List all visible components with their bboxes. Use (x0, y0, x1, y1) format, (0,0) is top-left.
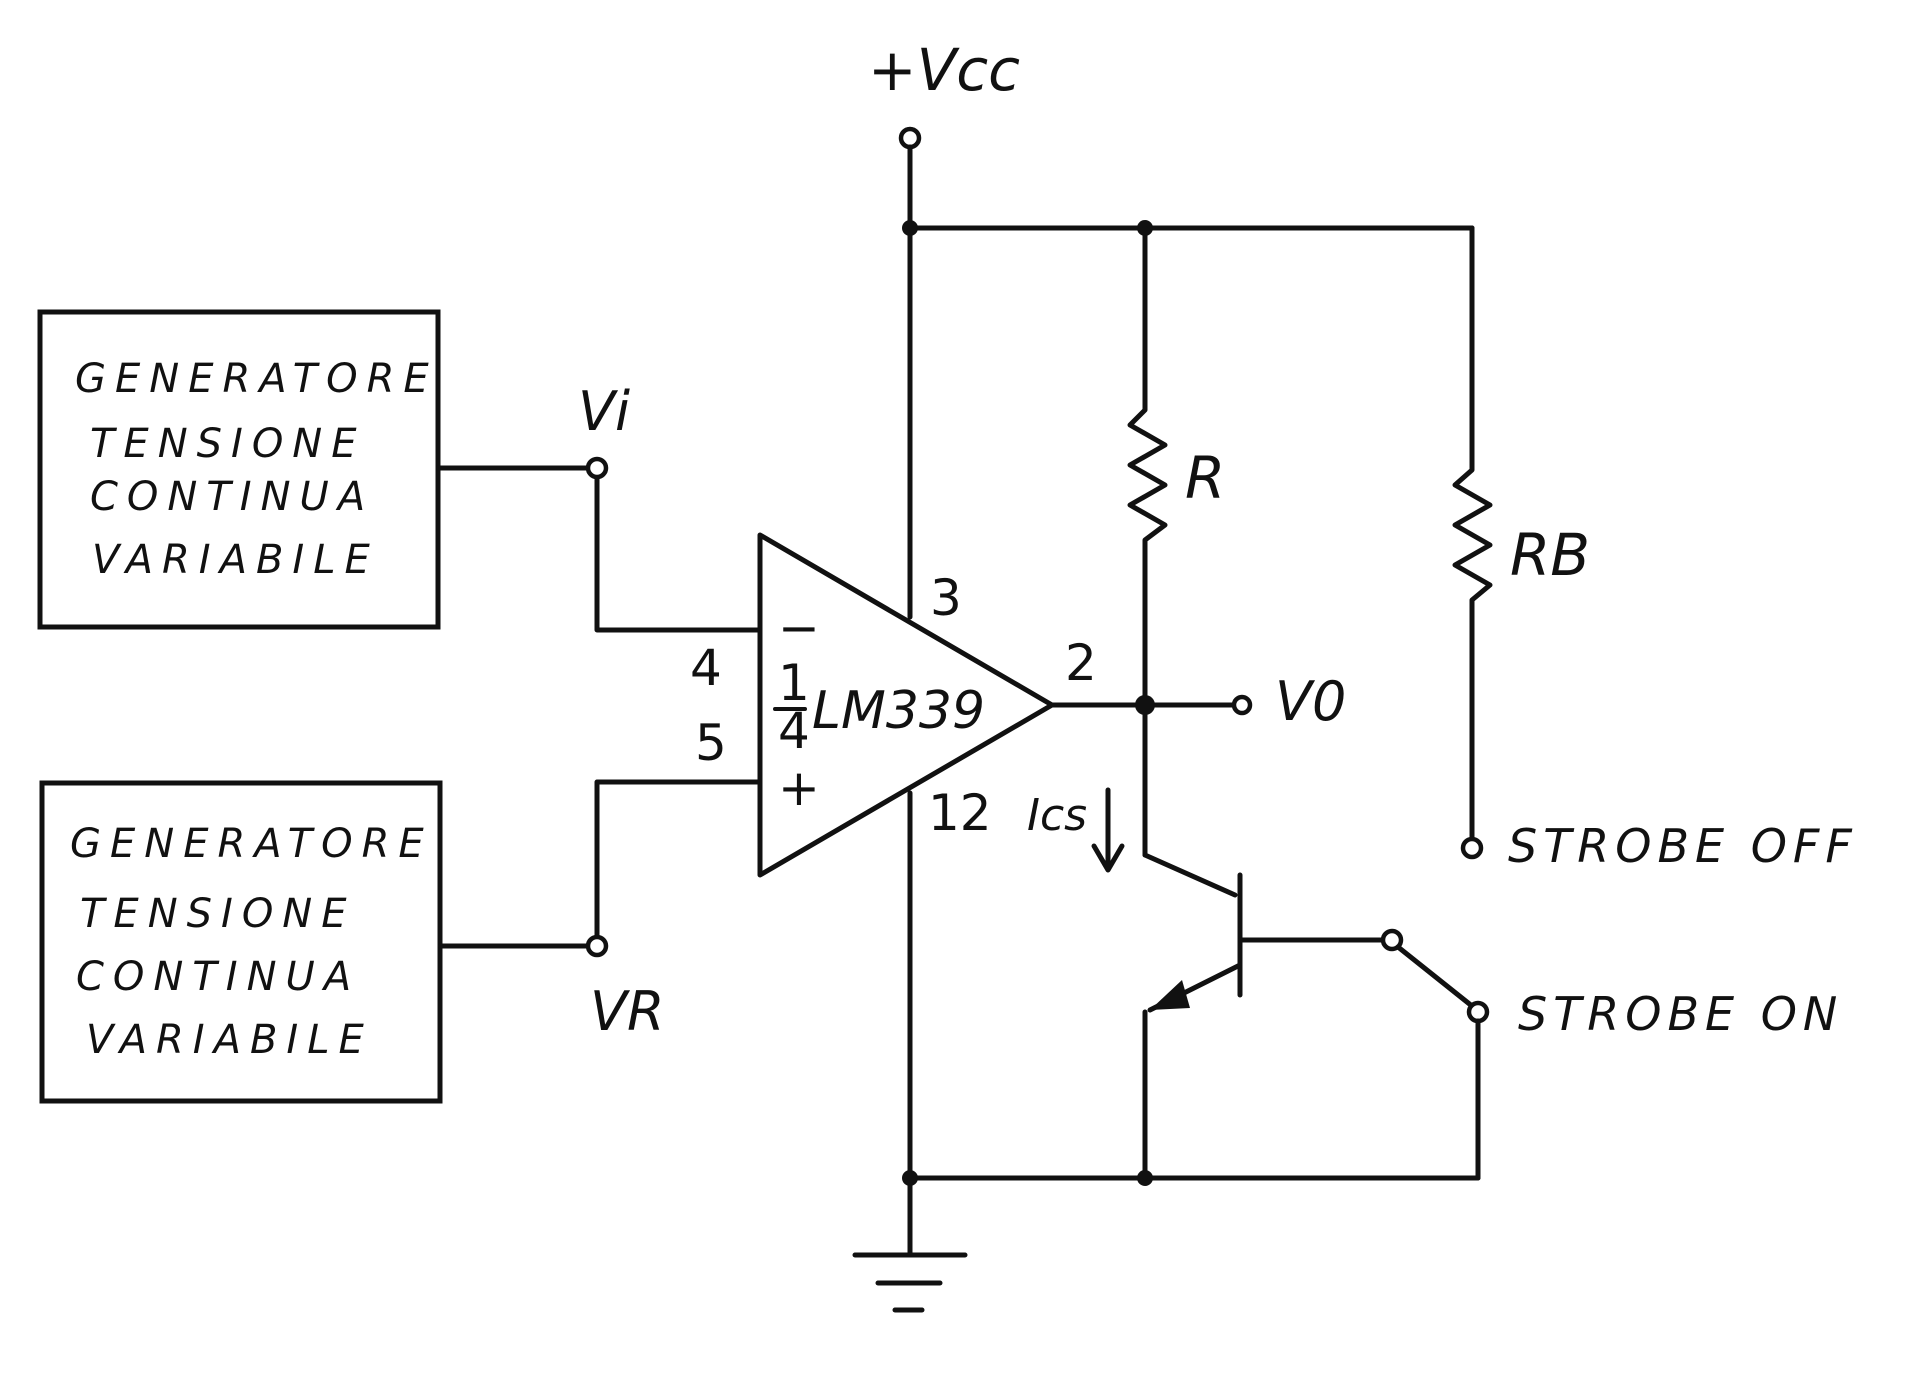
vr-label: VR (590, 980, 664, 1043)
vcc-junction (902, 220, 918, 236)
comparator: − + 1 4 LM339 4 5 3 12 2 (690, 532, 1097, 878)
strobe-on-terminal (1466, 1000, 1490, 1024)
generator-2-line-2: TENSIONE (80, 891, 356, 937)
vi-label: Vi (578, 380, 630, 443)
noninverting-input-wire (594, 779, 763, 941)
resistor-r (1127, 225, 1168, 858)
resistor-r-label: R (1185, 444, 1225, 512)
ground-junction (902, 1170, 918, 1186)
generator-1-line-2: TENSIONE (90, 421, 366, 467)
comparator-fraction-num: 1 (778, 654, 810, 712)
strobe-network: RB STROBE OFF STROBE ON (1380, 225, 1858, 1181)
generator-2-line-3: CONTINUA (76, 954, 360, 1000)
generator-block-2: GENERATORE TENSIONE CONTINUA VARIABILE (39, 780, 443, 1104)
output-junction (1135, 695, 1155, 715)
switch-pivot (1380, 928, 1404, 952)
emitter-arrow (1150, 980, 1190, 1010)
generator-1-line-3: CONTINUA (90, 474, 374, 520)
comparator-name: LM339 (812, 681, 985, 741)
generator-2-line-4: VARIABILE (86, 1017, 373, 1063)
comparator-triangle (757, 532, 1055, 878)
vi-terminal (585, 456, 609, 480)
pin-2-label: 2 (1065, 634, 1097, 692)
pin-4-label: 4 (690, 639, 722, 697)
output-label: V0 (1275, 670, 1346, 733)
switch-blade (1395, 944, 1475, 1009)
strobe-off-label: STROBE OFF (1508, 819, 1858, 873)
output-stage: R V0 Ics (1027, 225, 1346, 873)
pin-5-label: 5 (695, 714, 727, 772)
comparator-fraction-den: 4 (778, 702, 810, 760)
inverting-input-wire (594, 473, 763, 633)
pin-12-label: 12 (928, 784, 992, 842)
generator-block-1: GENERATORE TENSIONE CONTINUA VARIABILE (37, 309, 441, 630)
resistor-rb (1452, 225, 1493, 841)
generator-2-line-1: GENERATORE (70, 821, 433, 867)
output-terminal (1231, 694, 1253, 716)
resistor-rb-label: RB (1510, 521, 1590, 589)
vcc-label: +Vcc (868, 36, 1020, 104)
collector-lead (1142, 852, 1238, 898)
comparator-plus: + (778, 759, 820, 817)
generator-1-line-1: GENERATORE (75, 356, 438, 402)
current-arrow-head (1091, 843, 1125, 873)
pin-3-label: 3 (930, 569, 962, 627)
strobe-on-label: STROBE ON (1518, 987, 1843, 1041)
vcc-terminal (898, 126, 922, 150)
current-label: Ics (1027, 790, 1087, 841)
input-wiring: Vi VR (435, 380, 763, 1043)
generator-box-2 (39, 780, 443, 1104)
vr-terminal (585, 934, 609, 958)
power-rails: +Vcc (852, 36, 1481, 1313)
generator-1-line-4: VARIABILE (92, 537, 379, 583)
strobe-transistor (1142, 852, 1395, 1181)
strobe-off-terminal (1460, 836, 1484, 860)
comparator-minus: − (778, 599, 820, 657)
